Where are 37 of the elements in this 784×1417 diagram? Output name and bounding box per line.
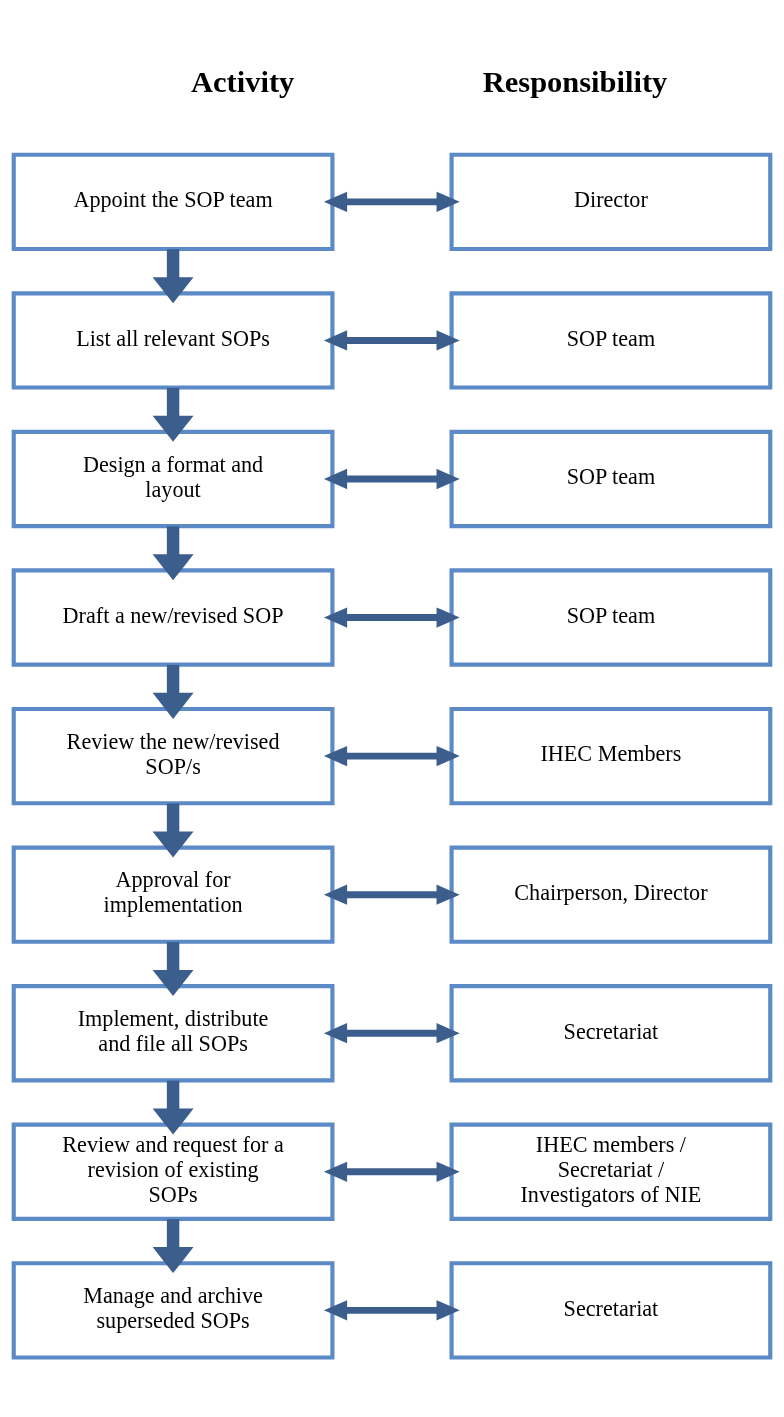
node-box: IHEC Members — [449, 706, 773, 805]
arrow — [323, 1161, 460, 1182]
arrow — [152, 802, 194, 857]
arrow — [152, 664, 194, 719]
arrow — [323, 468, 460, 489]
arrow — [152, 248, 194, 303]
node-box: SOP team — [449, 567, 773, 667]
arrow — [323, 329, 460, 351]
node-box: Approval for implementation — [11, 844, 335, 944]
node-box: Implement, distribute and file all SOPs — [11, 983, 335, 1082]
node-box: Draft a new/revised SOP — [11, 567, 335, 667]
node-box: Manage and archive superseded SOPs — [11, 1260, 335, 1360]
node-box: Director — [449, 152, 773, 251]
arrow — [323, 745, 460, 766]
arrow — [152, 525, 194, 580]
node-box: Design a format and layout — [11, 429, 335, 528]
label: Activity — [191, 64, 295, 99]
arrow — [323, 1299, 460, 1320]
arrow — [323, 1022, 460, 1043]
node-box: SOP team — [449, 429, 773, 528]
node-box: Appoint the SOP team — [11, 152, 335, 251]
node-box: Secretariat — [449, 983, 773, 1082]
label: Responsibility — [482, 64, 668, 99]
node-box: Chairperson, Director — [449, 844, 773, 944]
arrow — [152, 1080, 194, 1135]
arrow — [323, 884, 460, 905]
node-box: Review the new/revised SOP/s — [11, 706, 335, 805]
arrow — [152, 1218, 194, 1273]
arrow — [323, 191, 460, 212]
arrow — [152, 387, 194, 442]
node-box: List all relevant SOPs — [11, 290, 335, 390]
arrow — [152, 941, 194, 996]
node-box: Review and request for a revision of existing SOPs — [11, 1122, 335, 1221]
node-box: IHEC members / Secretariat / Investigators of NIE — [449, 1122, 773, 1221]
node-box: SOP team — [449, 290, 773, 390]
arrow — [323, 606, 460, 628]
node-box: Secretariat — [449, 1260, 773, 1360]
